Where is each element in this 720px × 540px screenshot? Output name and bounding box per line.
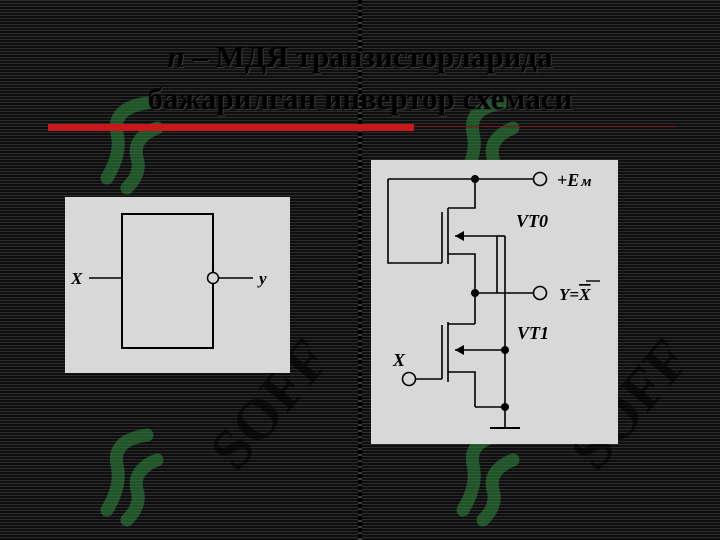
inverter-body xyxy=(121,213,214,349)
vt1-arrow-icon xyxy=(455,345,464,355)
output-label-prefix: Y= xyxy=(559,285,579,304)
junction-dot xyxy=(471,175,479,183)
inverter-logic-symbol-panel: X y xyxy=(65,197,290,373)
vt0-substrate-wire xyxy=(455,235,498,293)
junction-dot xyxy=(501,403,509,411)
vertical-dashed-divider xyxy=(358,0,362,540)
vt1-source-wire xyxy=(448,371,476,407)
inverter-logic-symbol: X y xyxy=(70,213,267,349)
negation-bubble-icon xyxy=(206,271,220,285)
supply-label-main: +E xyxy=(557,170,579,190)
title-italic-n: n xyxy=(167,39,185,74)
output-terminal-icon xyxy=(532,285,548,301)
title-underline-accent xyxy=(48,124,414,131)
page-title: n – МДЯ транзисторларида бажарилган инве… xyxy=(0,36,720,120)
input-terminal-icon xyxy=(401,371,417,387)
watermark-logo-icon xyxy=(100,428,164,527)
junction-dot xyxy=(501,346,509,354)
title-underline-thin xyxy=(414,126,676,127)
vt0-source-wire xyxy=(448,253,476,293)
logic-output-label: y xyxy=(257,269,267,288)
input-label: X xyxy=(392,350,406,370)
vt0-gate-wire xyxy=(387,179,442,264)
output-label: Y=X xyxy=(559,285,591,304)
output-label-negated: X xyxy=(578,285,591,304)
vt1-label: VT1 xyxy=(517,323,549,343)
title-line-2: бажарилган инвертор схемаси xyxy=(147,81,573,116)
vt0-drain-wire xyxy=(448,179,476,209)
vt0-arrow-icon xyxy=(455,231,464,241)
logic-input-label: X xyxy=(70,269,83,288)
title-line-1-text: – МДЯ транзисторларида xyxy=(184,39,553,74)
supply-label-subscript: м xyxy=(580,174,591,190)
title-line-1: n – МДЯ транзисторларида xyxy=(0,36,720,78)
junction-dot xyxy=(471,289,479,297)
supply-terminal-icon xyxy=(532,171,548,187)
vt0-label: VT0 xyxy=(516,211,548,231)
